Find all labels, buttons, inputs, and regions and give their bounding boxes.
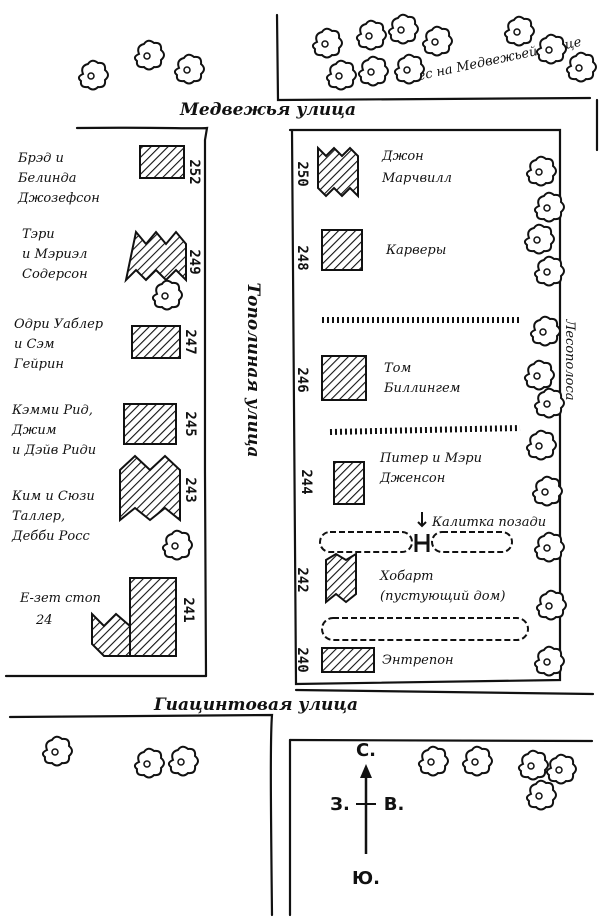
west-house-number: 249 — [186, 249, 202, 274]
owner-line: Одри Уаблер — [14, 317, 104, 332]
owner-line: Дебби Росс — [11, 529, 90, 544]
east-house-number: 246 — [294, 367, 310, 392]
owner-line: Джозефсон — [17, 191, 100, 206]
east-house-number: 250 — [294, 161, 310, 186]
owner-line: Марчвилл — [381, 171, 452, 186]
street-label-north: Медвежья улица — [179, 100, 356, 120]
owner-line: Хобарт — [379, 569, 433, 584]
west-houses — [91, 145, 187, 657]
owner-line: Гейрин — [13, 357, 64, 372]
owner-line: Тэри — [22, 227, 55, 242]
owner-line: Таллер, — [12, 509, 65, 524]
compass-north: С. — [356, 740, 376, 761]
west-house-number: 241 — [180, 597, 196, 622]
owner-line: Содерсон — [22, 267, 88, 282]
east-houses — [317, 145, 375, 673]
west-house-number: 252 — [186, 159, 202, 184]
roads — [4, 13, 599, 917]
owner-line: и Сэм — [14, 337, 55, 352]
east-owners: Джон Марчвилл Карверы Том Биллингем Пите… — [379, 149, 505, 668]
owner-line: Питер и Мэри — [379, 451, 482, 466]
west-owners: Брэд и Белинда Джозефсон Тэри и Мэриэл С… — [11, 151, 104, 628]
compass-east: В. — [384, 794, 405, 815]
owner-line: Энтрепон — [382, 653, 454, 668]
street-label-center: Тополиная улица — [243, 283, 263, 458]
owner-line: 24 — [35, 613, 53, 628]
west-house-number: 247 — [182, 329, 198, 354]
owner-line: Белинда — [17, 171, 76, 186]
owner-line: (пустующий дом) — [380, 589, 505, 604]
forest-side-label: Лесополоса — [562, 319, 577, 401]
east-house-number: 244 — [298, 469, 314, 494]
east-house-number: 248 — [294, 245, 310, 270]
owner-line: Биллингем — [383, 381, 460, 396]
compass-west: З. — [330, 794, 350, 815]
street-label-south: Гиацинтовая улица — [153, 695, 358, 715]
owner-line: Джим — [11, 423, 57, 438]
east-house-number: 242 — [294, 567, 310, 592]
hedges — [319, 317, 529, 641]
owner-line: Том — [384, 361, 411, 376]
owner-line: Ким и Сюзи — [11, 489, 95, 504]
owner-line: Е-зет стоп — [19, 591, 101, 606]
owner-line: и Мэриэл — [22, 247, 87, 262]
owner-line: и Дэйв Риди — [12, 443, 96, 458]
gate-label: Калитка позади — [431, 515, 546, 530]
owner-line: Дженсон — [379, 471, 445, 486]
owner-line: Карверы — [385, 243, 446, 258]
west-house-number: 245 — [182, 411, 198, 436]
west-house-number: 243 — [182, 477, 198, 502]
compass-south: Ю. — [352, 868, 380, 889]
owner-line: Брэд и — [17, 151, 64, 166]
owner-line: Кэмми Рид, — [11, 403, 93, 418]
owner-line: Джон — [381, 149, 424, 164]
compass: С. Ю. З. В. — [330, 740, 404, 889]
east-house-number: 240 — [294, 647, 310, 672]
